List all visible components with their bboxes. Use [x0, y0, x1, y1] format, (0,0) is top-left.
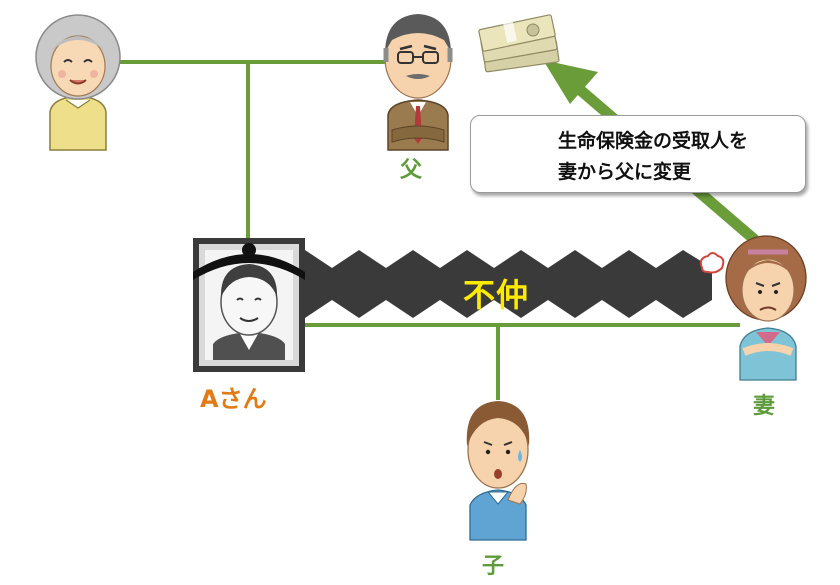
conflict-zigzag — [305, 250, 712, 318]
transfer-arrow-head — [543, 60, 598, 104]
callout-line-2: 妻から父に変更 — [558, 161, 692, 183]
father-figure — [383, 14, 453, 151]
grandmother-figure — [35, 14, 121, 151]
child-label: 子 — [482, 554, 505, 579]
conflict-label: 不仲 — [463, 276, 530, 314]
relationship-lines — [118, 60, 740, 400]
money-bundle — [478, 14, 560, 73]
father-label: 父 — [400, 158, 423, 183]
callout-text: 生命保険金の受取人を 妻から父に変更 — [558, 126, 748, 188]
memorial-portrait — [193, 238, 305, 372]
wife-label: 妻 — [753, 394, 776, 419]
callout-box — [470, 115, 806, 193]
person-a-label: Aさん — [200, 385, 267, 413]
wife-figure — [699, 235, 807, 381]
child-figure — [466, 401, 530, 541]
callout-line-1: 生命保険金の受取人を — [558, 130, 749, 152]
